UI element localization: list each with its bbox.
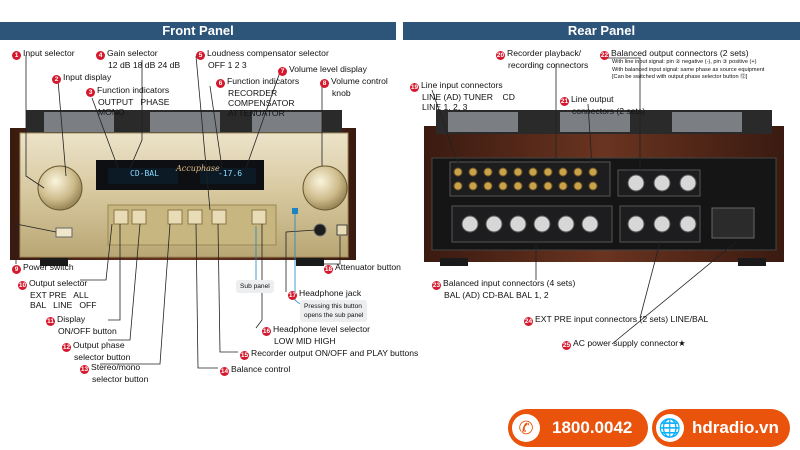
xlr-jack — [461, 215, 479, 233]
xlr-jack — [679, 215, 697, 233]
attenuator-button[interactable] — [336, 224, 348, 236]
rca-jack — [558, 167, 568, 177]
xlr-jack — [627, 215, 645, 233]
xlr-jack — [653, 215, 671, 233]
xlr-jack — [679, 174, 697, 192]
xlr-jack — [533, 215, 551, 233]
rca-jack — [558, 181, 568, 191]
sub-panel-open-button[interactable] — [292, 208, 298, 214]
rca-jack — [513, 167, 523, 177]
rca-jack — [588, 167, 598, 177]
rca-jack — [573, 181, 583, 191]
xlr-jack — [627, 174, 645, 192]
rca-jack — [573, 167, 583, 177]
xlr-jack — [557, 215, 575, 233]
rear-amplifier — [424, 110, 784, 266]
globe-icon: 🌐 — [656, 414, 684, 442]
rca-jack — [588, 181, 598, 191]
rca-jack — [543, 167, 553, 177]
rear-leader-lines — [431, 57, 737, 345]
input-selector-knob[interactable] — [37, 165, 83, 211]
phone-icon: ✆ — [512, 414, 540, 442]
balanced-output-notes: With line input signal: pin ② negative (… — [612, 59, 765, 80]
volume-display-readout: -17.6 — [218, 169, 243, 178]
rca-jack — [498, 167, 508, 177]
rca-jack — [453, 167, 463, 177]
website-link[interactable]: hdradio.vn — [692, 418, 779, 437]
volume-control-knob[interactable] — [302, 165, 348, 211]
rca-jack — [528, 181, 538, 191]
rca-jack — [483, 167, 493, 177]
rca-jack — [483, 181, 493, 191]
xlr-jack — [581, 215, 599, 233]
phone-number[interactable]: 1800.0042 — [552, 418, 633, 437]
rca-jack — [528, 167, 538, 177]
sub-panel-note-callout: Pressing this button opens the sub panel — [300, 300, 368, 322]
front-panel-header: Front Panel — [0, 22, 396, 40]
rca-jack — [543, 181, 553, 191]
rca-jack — [453, 181, 463, 191]
rca-jack — [468, 181, 478, 191]
brand-logo: Accuphase — [176, 164, 220, 173]
power-switch[interactable] — [55, 227, 73, 238]
rca-jack — [468, 167, 478, 177]
xlr-jack — [653, 174, 671, 192]
rca-connectors — [453, 167, 598, 191]
xlr-jack — [485, 215, 503, 233]
input-display-readout: CD-BAL — [130, 169, 159, 178]
sub-panel-callout: Sub panel — [236, 280, 274, 293]
rca-jack — [513, 181, 523, 191]
rear-panel-header: Rear Panel — [403, 22, 800, 40]
badge-1: 1 — [12, 51, 21, 60]
xlr-jack — [509, 215, 527, 233]
front-leader-lines — [15, 55, 341, 369]
rca-jack — [498, 181, 508, 191]
xlr-connectors — [461, 174, 697, 233]
